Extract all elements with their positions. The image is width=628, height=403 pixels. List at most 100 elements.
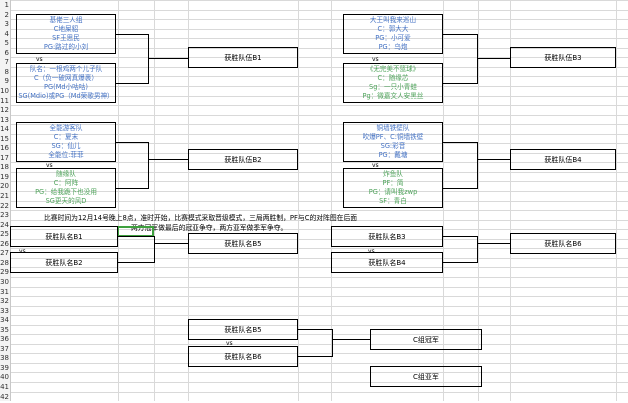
row-number[interactable]: 34 xyxy=(0,316,9,324)
row-number[interactable]: 6 xyxy=(4,49,9,57)
row-number[interactable]: 17 xyxy=(0,154,9,162)
row-number[interactable]: 26 xyxy=(0,240,9,248)
team-member: Pg：微嘉文人安黑丝 xyxy=(362,92,424,100)
bracket-line xyxy=(116,34,149,35)
vs-label: vs xyxy=(46,162,53,169)
row-number[interactable]: 11 xyxy=(0,97,9,105)
row-number[interactable]: 29 xyxy=(0,268,9,276)
row-number[interactable]: 15 xyxy=(0,135,9,143)
row-number[interactable]: 40 xyxy=(0,373,9,381)
team-member: SG：仙儿 xyxy=(51,142,81,150)
row-number[interactable]: 20 xyxy=(0,182,9,190)
team-name: 铜墙铁壁队 xyxy=(376,124,410,132)
row-number[interactable]: 8 xyxy=(4,68,9,76)
row-number[interactable]: 39 xyxy=(0,364,9,372)
round2-box-b5[interactable]: 获胜队名B5 xyxy=(188,233,298,254)
winner-box-b1[interactable]: 获胜队伍B1 xyxy=(188,47,298,68)
round2-label: 获胜队名B5 xyxy=(224,240,262,248)
round2-label: 获胜队名B2 xyxy=(45,259,83,267)
team-member: PG：小可爱 xyxy=(375,34,411,42)
row-number[interactable]: 18 xyxy=(0,163,9,171)
bracket-line xyxy=(118,236,155,237)
winner-label: 获胜队伍B4 xyxy=(544,156,582,164)
team-name: 全能游客队 xyxy=(49,124,83,132)
row-number[interactable]: 30 xyxy=(0,278,9,286)
vs-label: vs xyxy=(372,56,379,63)
team-box-t8[interactable]: 炸鱼队 PF：简 PG：请叫我zwp SF：青白 xyxy=(343,168,443,208)
team-box-t4[interactable]: 随缘队 C：阿阵 PG：给我跪下也没用 SG更天的风D xyxy=(16,168,116,208)
row-number[interactable]: 28 xyxy=(0,259,9,267)
row-number[interactable]: 9 xyxy=(4,77,9,85)
team-member: SF王思民 xyxy=(52,34,80,42)
row-number[interactable]: 22 xyxy=(0,202,9,210)
vs-label: vs xyxy=(19,248,26,255)
row-number[interactable]: 7 xyxy=(4,58,9,66)
runner-up-box[interactable]: C组亚军 xyxy=(370,366,482,387)
row-number[interactable]: 38 xyxy=(0,354,9,362)
row-number[interactable]: 24 xyxy=(0,221,9,229)
row-number[interactable]: 10 xyxy=(0,87,9,95)
bracket-line xyxy=(477,159,510,160)
team-box-t5[interactable]: 大王叫我来巡山 C：郭大大 PG：小可爱 PG：乌炮 xyxy=(343,14,443,54)
team-box-t2[interactable]: 队名：一根鸡两个儿子队 C（负一破网真爆裹） PG(Md小咕咕) SG(Mdio… xyxy=(16,63,116,103)
bracket-line xyxy=(116,83,149,84)
team-box-t3[interactable]: 全能游客队 C：夏末 SG：仙儿 全能位:菲菲 xyxy=(16,122,116,162)
bracket-line xyxy=(118,262,155,263)
row-number[interactable]: 42 xyxy=(0,393,9,401)
bracket-line xyxy=(477,142,478,189)
vs-label: vs xyxy=(372,162,379,169)
final-box-b5[interactable]: 获胜队名B5 xyxy=(188,319,298,340)
bracket-line xyxy=(148,58,188,59)
row-number[interactable]: 3 xyxy=(4,20,9,28)
row-number[interactable]: 4 xyxy=(4,30,9,38)
row-number[interactable]: 32 xyxy=(0,297,9,305)
team-member: C（负一破网真爆裹） xyxy=(34,74,98,82)
round2-box-b4[interactable]: 获胜队名B4 xyxy=(331,252,443,273)
row-number[interactable]: 37 xyxy=(0,345,9,353)
team-member: Sg：一只小青蛙 xyxy=(369,83,417,91)
team-box-t7[interactable]: 铜墙铁壁队 吹爆PF、C:铜墙铁壁 SG:彩音 PG：戴塘 xyxy=(343,122,443,162)
row-number[interactable]: 12 xyxy=(0,106,9,114)
team-box-t6[interactable]: 《无完美不篮球》 C：随缘芯 Sg：一只小青蛙 Pg：微嘉文人安黑丝 xyxy=(343,63,443,103)
row-number[interactable]: 31 xyxy=(0,288,9,296)
bracket-line xyxy=(154,243,188,244)
team-name: 炸鱼队 xyxy=(383,170,403,178)
round2-box-b1[interactable]: 获胜队名B1 xyxy=(10,226,118,247)
winner-box-b2[interactable]: 获胜队伍B2 xyxy=(188,149,298,170)
row-number[interactable]: 25 xyxy=(0,230,9,238)
round2-box-b3[interactable]: 获胜队名B3 xyxy=(331,226,443,247)
champion-box[interactable]: C组冠军 xyxy=(370,329,482,350)
team-member: PG：戴塘 xyxy=(378,151,408,159)
team-name: 基佬三人组 xyxy=(49,16,83,24)
row-number[interactable]: 35 xyxy=(0,326,9,334)
row-number[interactable]: 13 xyxy=(0,116,9,124)
row-number[interactable]: 41 xyxy=(0,383,9,391)
team-member: PG：乌炮 xyxy=(378,43,408,51)
row-number[interactable]: 2 xyxy=(4,11,9,19)
row-number[interactable]: 36 xyxy=(0,335,9,343)
row-number[interactable]: 27 xyxy=(0,249,9,257)
team-name: 随缘队 xyxy=(56,170,76,178)
runner-up-label: C组亚军 xyxy=(413,373,439,381)
row-number[interactable]: 19 xyxy=(0,173,9,181)
winner-label: 获胜队伍B3 xyxy=(544,54,582,62)
champion-label: C组冠军 xyxy=(413,336,439,344)
team-box-t1[interactable]: 基佬三人组 C地屎貂 SF王思民 PG:路过的小刘 xyxy=(16,14,116,54)
round2-box-b6[interactable]: 获胜队名B6 xyxy=(510,233,616,254)
team-name: 大王叫我来巡山 xyxy=(369,16,417,24)
row-number[interactable]: 23 xyxy=(0,211,9,219)
bracket-line xyxy=(443,83,478,84)
row-number[interactable]: 16 xyxy=(0,144,9,152)
final-box-b6[interactable]: 获胜队名B6 xyxy=(188,346,298,367)
winner-box-b4[interactable]: 获胜队伍B4 xyxy=(510,149,616,170)
row-number[interactable]: 1 xyxy=(4,1,9,9)
row-number[interactable]: 21 xyxy=(0,192,9,200)
round2-box-b2[interactable]: 获胜队名B2 xyxy=(10,252,118,273)
row-number[interactable]: 14 xyxy=(0,125,9,133)
row-number[interactable]: 33 xyxy=(0,307,9,315)
row-number[interactable]: 5 xyxy=(4,39,9,47)
winner-box-b3[interactable]: 获胜队伍B3 xyxy=(510,47,616,68)
bracket-line xyxy=(443,262,478,263)
